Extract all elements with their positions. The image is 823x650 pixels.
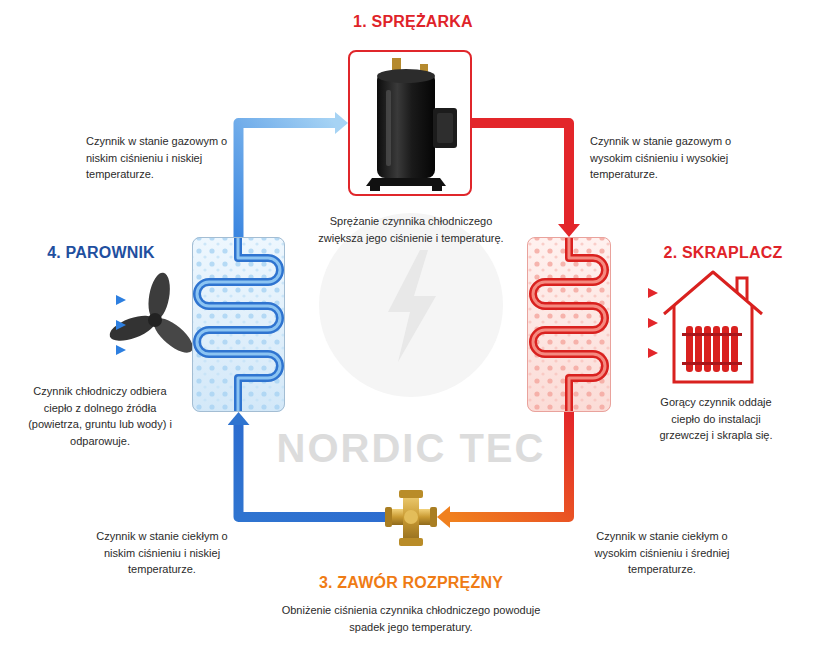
fan-symbol [148, 313, 162, 327]
refrigerant-pipe [472, 123, 569, 224]
evaporator-illustration [192, 237, 285, 412]
evaporator-illustration [192, 237, 285, 412]
heat-flow-arrows [616, 293, 650, 353]
house-symbol [674, 305, 752, 382]
compressor-illustration [377, 72, 435, 178]
compressor-illustration [433, 108, 457, 148]
radiator-symbol [682, 362, 742, 365]
expansion-valve [403, 492, 419, 544]
evaporator-illustration [197, 237, 280, 412]
component-box: 4. PAROWNIK [192, 237, 285, 412]
description-text: Czynnik w stanie ciekłym o niskim ciśnie… [87, 528, 237, 578]
expansion-valve [399, 490, 423, 498]
radiator-symbol [713, 326, 720, 372]
compressor-illustration [348, 50, 472, 196]
radiator-symbol [722, 326, 729, 372]
component-heading: 4. PAROWNIK [47, 244, 155, 262]
component-box: 1. SPRĘŻARKA [348, 50, 472, 196]
description-text: Czynnik chłodniczy odbiera ciepło z doln… [20, 383, 180, 449]
condenser-illustration [533, 237, 605, 412]
description-text: Gorący czynnik oddaje ciepło do instalac… [646, 394, 786, 444]
compressor-illustration [370, 186, 380, 191]
condenser-illustration [533, 237, 605, 412]
description-text: Obniżenie ciśnienia czynnika chłodniczeg… [276, 602, 546, 635]
heat-flow-arrows [616, 351, 650, 355]
watermark: NORDIC TEC [251, 426, 571, 470]
compressor-illustration [432, 186, 442, 191]
condenser-illustration [527, 237, 611, 412]
compressor-illustration [437, 113, 453, 143]
house-symbol [664, 272, 762, 314]
refrigerant-pipe [239, 123, 336, 237]
compressor-illustration [386, 90, 391, 166]
expansion-valve [399, 538, 423, 546]
expansion-valve [385, 509, 437, 525]
component-heading: 2. SKRAPLACZ [664, 244, 783, 262]
expansion-valve [430, 507, 437, 527]
heat-flow-arrows [616, 291, 650, 295]
compressor-illustration [377, 69, 435, 83]
condenser-illustration [527, 237, 611, 412]
description-text: Czynnik w stanie ciekłym o wysokim ciśni… [582, 528, 742, 578]
compressor-illustration [366, 178, 446, 186]
component-heading: 3. ZAWÓR ROZPRĘŻNY [319, 574, 503, 592]
component-box: 3. ZAWÓR ROZPRĘŻNY [385, 495, 437, 539]
radiator-symbol [682, 326, 742, 372]
evaporator-illustration [197, 237, 280, 412]
house-symbol [737, 278, 747, 300]
expansion-valve [404, 510, 418, 524]
heat-flow-arrows [616, 321, 650, 325]
air-flow-arrows [64, 348, 118, 352]
fan-symbol [145, 271, 173, 322]
watermark-emblem [388, 250, 436, 362]
radiator-symbol [686, 326, 693, 372]
evaporator-illustration [192, 237, 285, 412]
description-text: Czynnik w stanie gazowym o niskim ciśnie… [86, 133, 228, 183]
radiator-symbol [695, 326, 702, 372]
radiator-symbol [682, 333, 742, 336]
air-flow-arrows [64, 298, 118, 302]
condenser-illustration [527, 237, 611, 412]
air-flow-arrows [64, 300, 118, 350]
component-box: 2. SKRAPLACZ [527, 237, 611, 412]
house-symbol [664, 272, 762, 382]
expansion-valve [385, 490, 437, 546]
description-text: Sprężanie czynnika chłodniczego zwiększa… [306, 213, 516, 246]
expansion-valve [385, 507, 392, 527]
radiator-symbol [704, 326, 711, 372]
air-flow-arrows [64, 323, 118, 327]
component-heading: 1. SPRĘŻARKA [353, 13, 473, 31]
radiator-symbol [731, 326, 738, 372]
compressor-illustration [348, 50, 472, 196]
description-text: Czynnik w stanie gazowym o wysokim ciśni… [590, 133, 740, 183]
fan-symbol [106, 271, 198, 359]
fan-symbol [149, 312, 199, 358]
